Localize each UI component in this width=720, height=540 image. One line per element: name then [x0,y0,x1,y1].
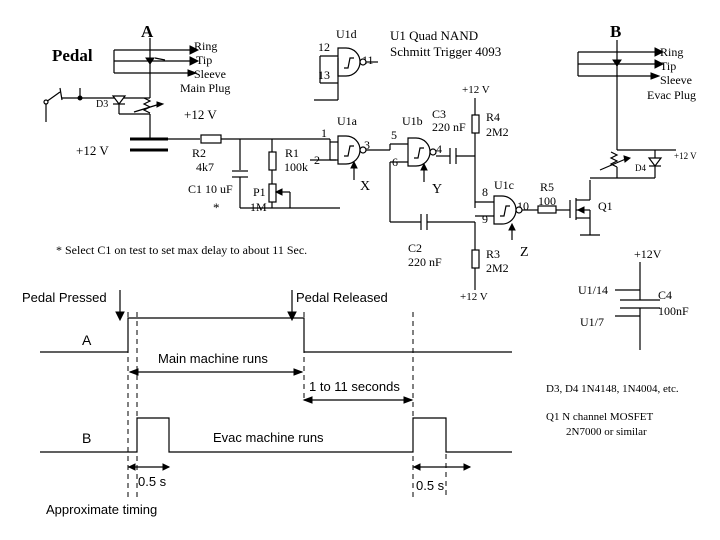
plug-a-label: A [141,22,154,41]
r1-value: 100k [284,160,308,174]
plus12-label: +12 V [184,107,217,122]
r4-label: R4 [486,110,500,124]
timing-diagram: Pedal Pressed Pedal Released A Main mach… [22,290,512,517]
y-test-point: Y [432,182,442,197]
supply-decoupling: +12V U1/14 U1/7 C4 100nF [578,247,689,350]
p1-label: P1 [253,185,266,199]
u1-7-label: U1/7 [580,315,604,329]
evac-runs-label: Evac machine runs [213,430,324,445]
main-ring-label: Ring [194,39,217,53]
pedal-label: Pedal [52,46,93,65]
r1-label: R1 [285,146,299,160]
pin4-label: 4 [436,142,442,156]
u1d-label: U1d [336,27,357,41]
pedal-released-label: Pedal Released [296,290,388,305]
u1d-gate: U1d 12 13 11 [314,27,378,101]
pin8-label: 8 [482,185,488,199]
c4-value: 100nF [658,304,689,318]
r5-value: 100 [538,194,556,208]
output-stage: R5 100 Q1 [537,180,613,236]
trace-a-waveform [40,317,512,353]
u1-14-label: U1/14 [578,283,608,297]
u1c-label: U1c [494,178,514,192]
diodes-note: D3, D4 1N4148, 1N4004, etc. [546,383,679,395]
main-tip-label: Tip [196,53,212,67]
c1-selection-note: * Select C1 on test to set max delay to … [56,243,307,257]
r3-resistor [471,249,480,269]
c2-r3-network: C2 220 nF R3 2M2 +12 V [390,214,509,303]
r2-value: 4k7 [196,160,214,174]
r5-resistor [537,205,557,214]
pin3-label: 3 [364,138,370,152]
main-plug-label: Main Plug [180,81,230,95]
main-runs-label: Main machine runs [158,351,268,366]
q1-note-2: 2N7000 or similar [566,426,647,438]
u1-title: U1 Quad NAND [390,28,478,43]
main-sleeve-label: Sleeve [194,67,226,81]
u1a-label: U1a [337,114,358,128]
c4-label: C4 [658,288,672,302]
approx-timing-label: Approximate timing [46,502,157,517]
u1b-gate: U1b 5 6 4 Y [389,114,450,222]
timing-input-network: +12 V R2 4k7 C1 10 uF * R1 100k P1 1M [76,122,340,215]
r3-label: R3 [486,247,500,261]
half-second-left: 0.5 s [138,474,167,489]
pin12-label: 12 [318,40,330,54]
q1-label: Q1 [598,199,613,213]
plus12-bottom-label: +12 V [460,291,488,303]
evac-sleeve-label: Sleeve [660,73,692,87]
r5-label: R5 [540,180,554,194]
p1-value: 1M [250,200,267,214]
pin11-label: 11 [362,53,374,67]
d4-label: D4 [635,163,646,173]
plus12-left-label: +12 V [76,143,109,158]
evac-plug-jack: B Ring Tip Sleeve Evac Plug +12 V D4 [577,22,697,179]
r4-resistor [471,114,480,134]
pin13-label: 13 [318,68,330,82]
c3-label: C3 [432,107,446,121]
trace-b-label: B [82,430,91,446]
u1a-gate: U1a 1 2 3 X [314,114,390,194]
plus12-top-label: +12 V [462,84,490,96]
p1-potentiometer [268,183,277,203]
u1b-label: U1b [402,114,423,128]
plug-b-label: B [610,22,621,41]
q1-note: Q1 N channel MOSFET [546,411,654,423]
pedal-pressed-label: Pedal Pressed [22,290,107,305]
c2-value: 220 nF [408,255,442,269]
main-plug-jack: A Ring Tip Sleeve Main Plug [113,22,230,98]
pin9-label: 9 [482,212,488,226]
c3-r4-network: C3 220 nF +12 V R4 2M2 [432,84,509,208]
r3-value: 2M2 [486,261,509,275]
c2-label: C2 [408,241,422,255]
u1c-gate: U1c 8 9 10 Z [475,178,538,260]
pin1-label: 1 [321,126,327,140]
evac-ring-label: Ring [660,45,683,59]
u1-subtitle: Schmitt Trigger 4093 [390,44,501,59]
delay-label: 1 to 11 seconds [309,379,400,394]
half-second-right: 0.5 s [416,478,445,493]
c3-value: 220 nF [432,120,466,134]
x-test-point: X [360,179,370,194]
z-test-point: Z [520,245,529,260]
c1-label: C1 10 uF [188,182,233,196]
evac-plug-label: Evac Plug [647,88,696,102]
pin5-label: 5 [391,128,397,142]
trace-b-waveform [40,417,512,453]
d3-label: D3 [96,99,108,110]
plus12v-label: +12V [634,247,662,261]
trace-a-label: A [82,332,92,348]
c1-star: * [213,200,220,215]
r2-resistor [200,134,222,144]
pedal-switch: Pedal D3 +12 V [43,46,217,122]
r1-resistor [268,151,277,171]
pin2-label: 2 [314,153,320,167]
r4-value: 2M2 [486,125,509,139]
plus12-right-label: +12 V [674,151,697,161]
r2-label: R2 [192,146,206,160]
evac-tip-label: Tip [660,59,676,73]
